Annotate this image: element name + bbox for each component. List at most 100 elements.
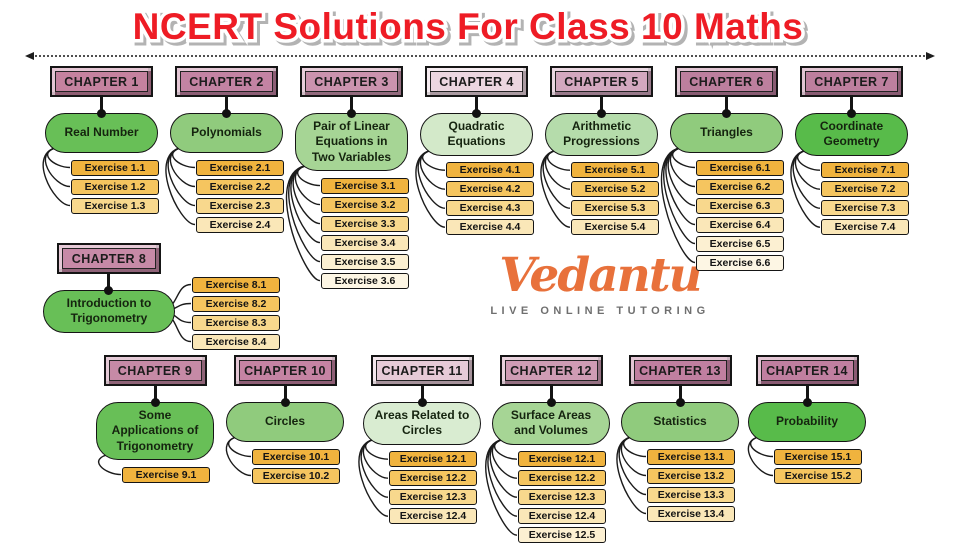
exercise-item: Exercise 12.4: [518, 508, 606, 525]
exercise-item: Exercise 13.1: [647, 448, 735, 465]
connector-stem: [475, 97, 478, 110]
exercise-item: Exercise 3.3: [321, 215, 409, 232]
exercise-item: Exercise 6.3: [696, 197, 784, 214]
exercise-item: Exercise 8.1: [192, 276, 280, 293]
chapter-box-5: CHAPTER 5: [550, 66, 653, 97]
chapter-name-bubble: Triangles: [670, 113, 783, 153]
exercise-item: Exercise 12.3: [389, 489, 477, 506]
exercise-item: Exercise 6.1: [696, 159, 784, 176]
chapter-box-9: CHAPTER 9: [103, 355, 207, 386]
connector-dot: [104, 286, 113, 295]
exercise-item: Exercise 2.4: [196, 216, 284, 233]
connector-dot: [472, 109, 481, 118]
chapter-name-bubble: Arithmetic Progressions: [545, 113, 658, 156]
exercise-item: Exercise 4.4: [446, 219, 534, 236]
connector-stem: [107, 274, 110, 287]
exercise-item: Exercise 12.2: [518, 470, 606, 487]
chapter-name-bubble: Surface Areas and Volumes: [492, 402, 610, 445]
exercise-item: Exercise 5.1: [571, 162, 659, 179]
connector-stem: [549, 386, 553, 399]
chapter-name-text: Real Number: [64, 125, 139, 140]
arrowhead-left-icon: [25, 52, 34, 60]
exercise-item: Exercise 6.2: [696, 178, 784, 195]
chapter-name-text: Surface Areas and Volumes: [510, 408, 592, 438]
chapter-name-text: Polynomials: [191, 125, 262, 140]
chapter-name-text: Triangles: [700, 125, 753, 140]
chapter-box-label: CHAPTER 12: [504, 360, 598, 381]
exercise-item: Exercise 6.4: [696, 216, 784, 233]
exercise-item: Exercise 15.2: [774, 467, 862, 484]
exercise-item: Exercise 12.1: [518, 451, 606, 468]
exercise-item: Exercise 3.1: [321, 177, 409, 194]
connector-stem: [283, 386, 287, 399]
chapter-box-label: CHAPTER 6: [680, 71, 773, 92]
exercise-item: Exercise 8.4: [192, 333, 280, 350]
connector-dot: [675, 398, 685, 407]
exercise-item: Exercise 13.2: [647, 467, 735, 484]
connector-dot: [847, 109, 856, 118]
connector-stem: [225, 97, 228, 110]
exercise-item: Exercise 2.3: [196, 197, 284, 214]
connector-dot: [347, 109, 356, 118]
infographic-canvas: NCERT Solutions For Class 10 Maths NCERT…: [25, 5, 935, 544]
connector-dot: [280, 398, 290, 407]
vedantu-tagline: LIVE ONLINE TUTORING: [490, 304, 710, 317]
exercise-item: Exercise 10.2: [252, 467, 340, 484]
exercise-item: Exercise 3.2: [321, 196, 409, 213]
exercise-item: Exercise 4.2: [446, 181, 534, 198]
connector-dot: [546, 398, 556, 407]
chapter-box-label: CHAPTER 10: [238, 360, 332, 381]
chapter-box-label: CHAPTER 2: [180, 71, 273, 92]
chapter-box-10: CHAPTER 10: [233, 355, 337, 386]
chapter-name-bubble: Circles: [226, 402, 344, 442]
chapter-name-bubble: Probability: [748, 402, 866, 442]
exercise-item: Exercise 12.2: [389, 470, 477, 487]
connector-stem: [420, 386, 424, 399]
chapter-name-bubble: Polynomials: [170, 113, 283, 153]
double-arrow: [25, 52, 935, 60]
chapter-box-label: CHAPTER 4: [430, 71, 523, 92]
chapter-name-text: Introduction to Trigonometry: [66, 296, 152, 326]
exercise-item: Exercise 15.1: [774, 448, 862, 465]
exercise-item: Exercise 13.3: [647, 486, 735, 503]
exercise-list: Exercise 9.1: [96, 465, 214, 484]
chapter-box-label: CHAPTER 8: [62, 248, 156, 269]
exercise-item: Exercise 1.1: [71, 159, 159, 176]
chapter-box-13: CHAPTER 13: [628, 355, 732, 386]
vedantu-wordmark: Vedantu: [499, 248, 702, 303]
chapter-box-14: CHAPTER 14: [755, 355, 859, 386]
exercise-item: Exercise 13.4: [647, 505, 735, 522]
chapter-name-bubble: Some Applications of Trigonometry: [96, 402, 214, 461]
connector-stem: [350, 97, 353, 110]
exercise-item: Exercise 8.2: [192, 295, 280, 312]
chapter-box-3: CHAPTER 3: [300, 66, 403, 97]
exercise-item: Exercise 12.1: [389, 451, 477, 468]
chapter-name-bubble: Coordinate Geometry: [795, 113, 908, 156]
connector-dot: [597, 109, 606, 118]
chapter-box-8: CHAPTER 8: [57, 243, 161, 274]
chapter-box-2: CHAPTER 2: [175, 66, 278, 97]
connector-dot: [150, 398, 160, 407]
connector-dot: [722, 109, 731, 118]
exercise-item: Exercise 3.6: [321, 272, 409, 289]
chapter-box-label: CHAPTER 5: [555, 71, 648, 92]
exercise-item: Exercise 10.1: [252, 448, 340, 465]
chapter-box-4: CHAPTER 4: [425, 66, 528, 97]
exercise-item: Exercise 2.2: [196, 178, 284, 195]
chapter-box-11: CHAPTER 11: [370, 355, 474, 386]
